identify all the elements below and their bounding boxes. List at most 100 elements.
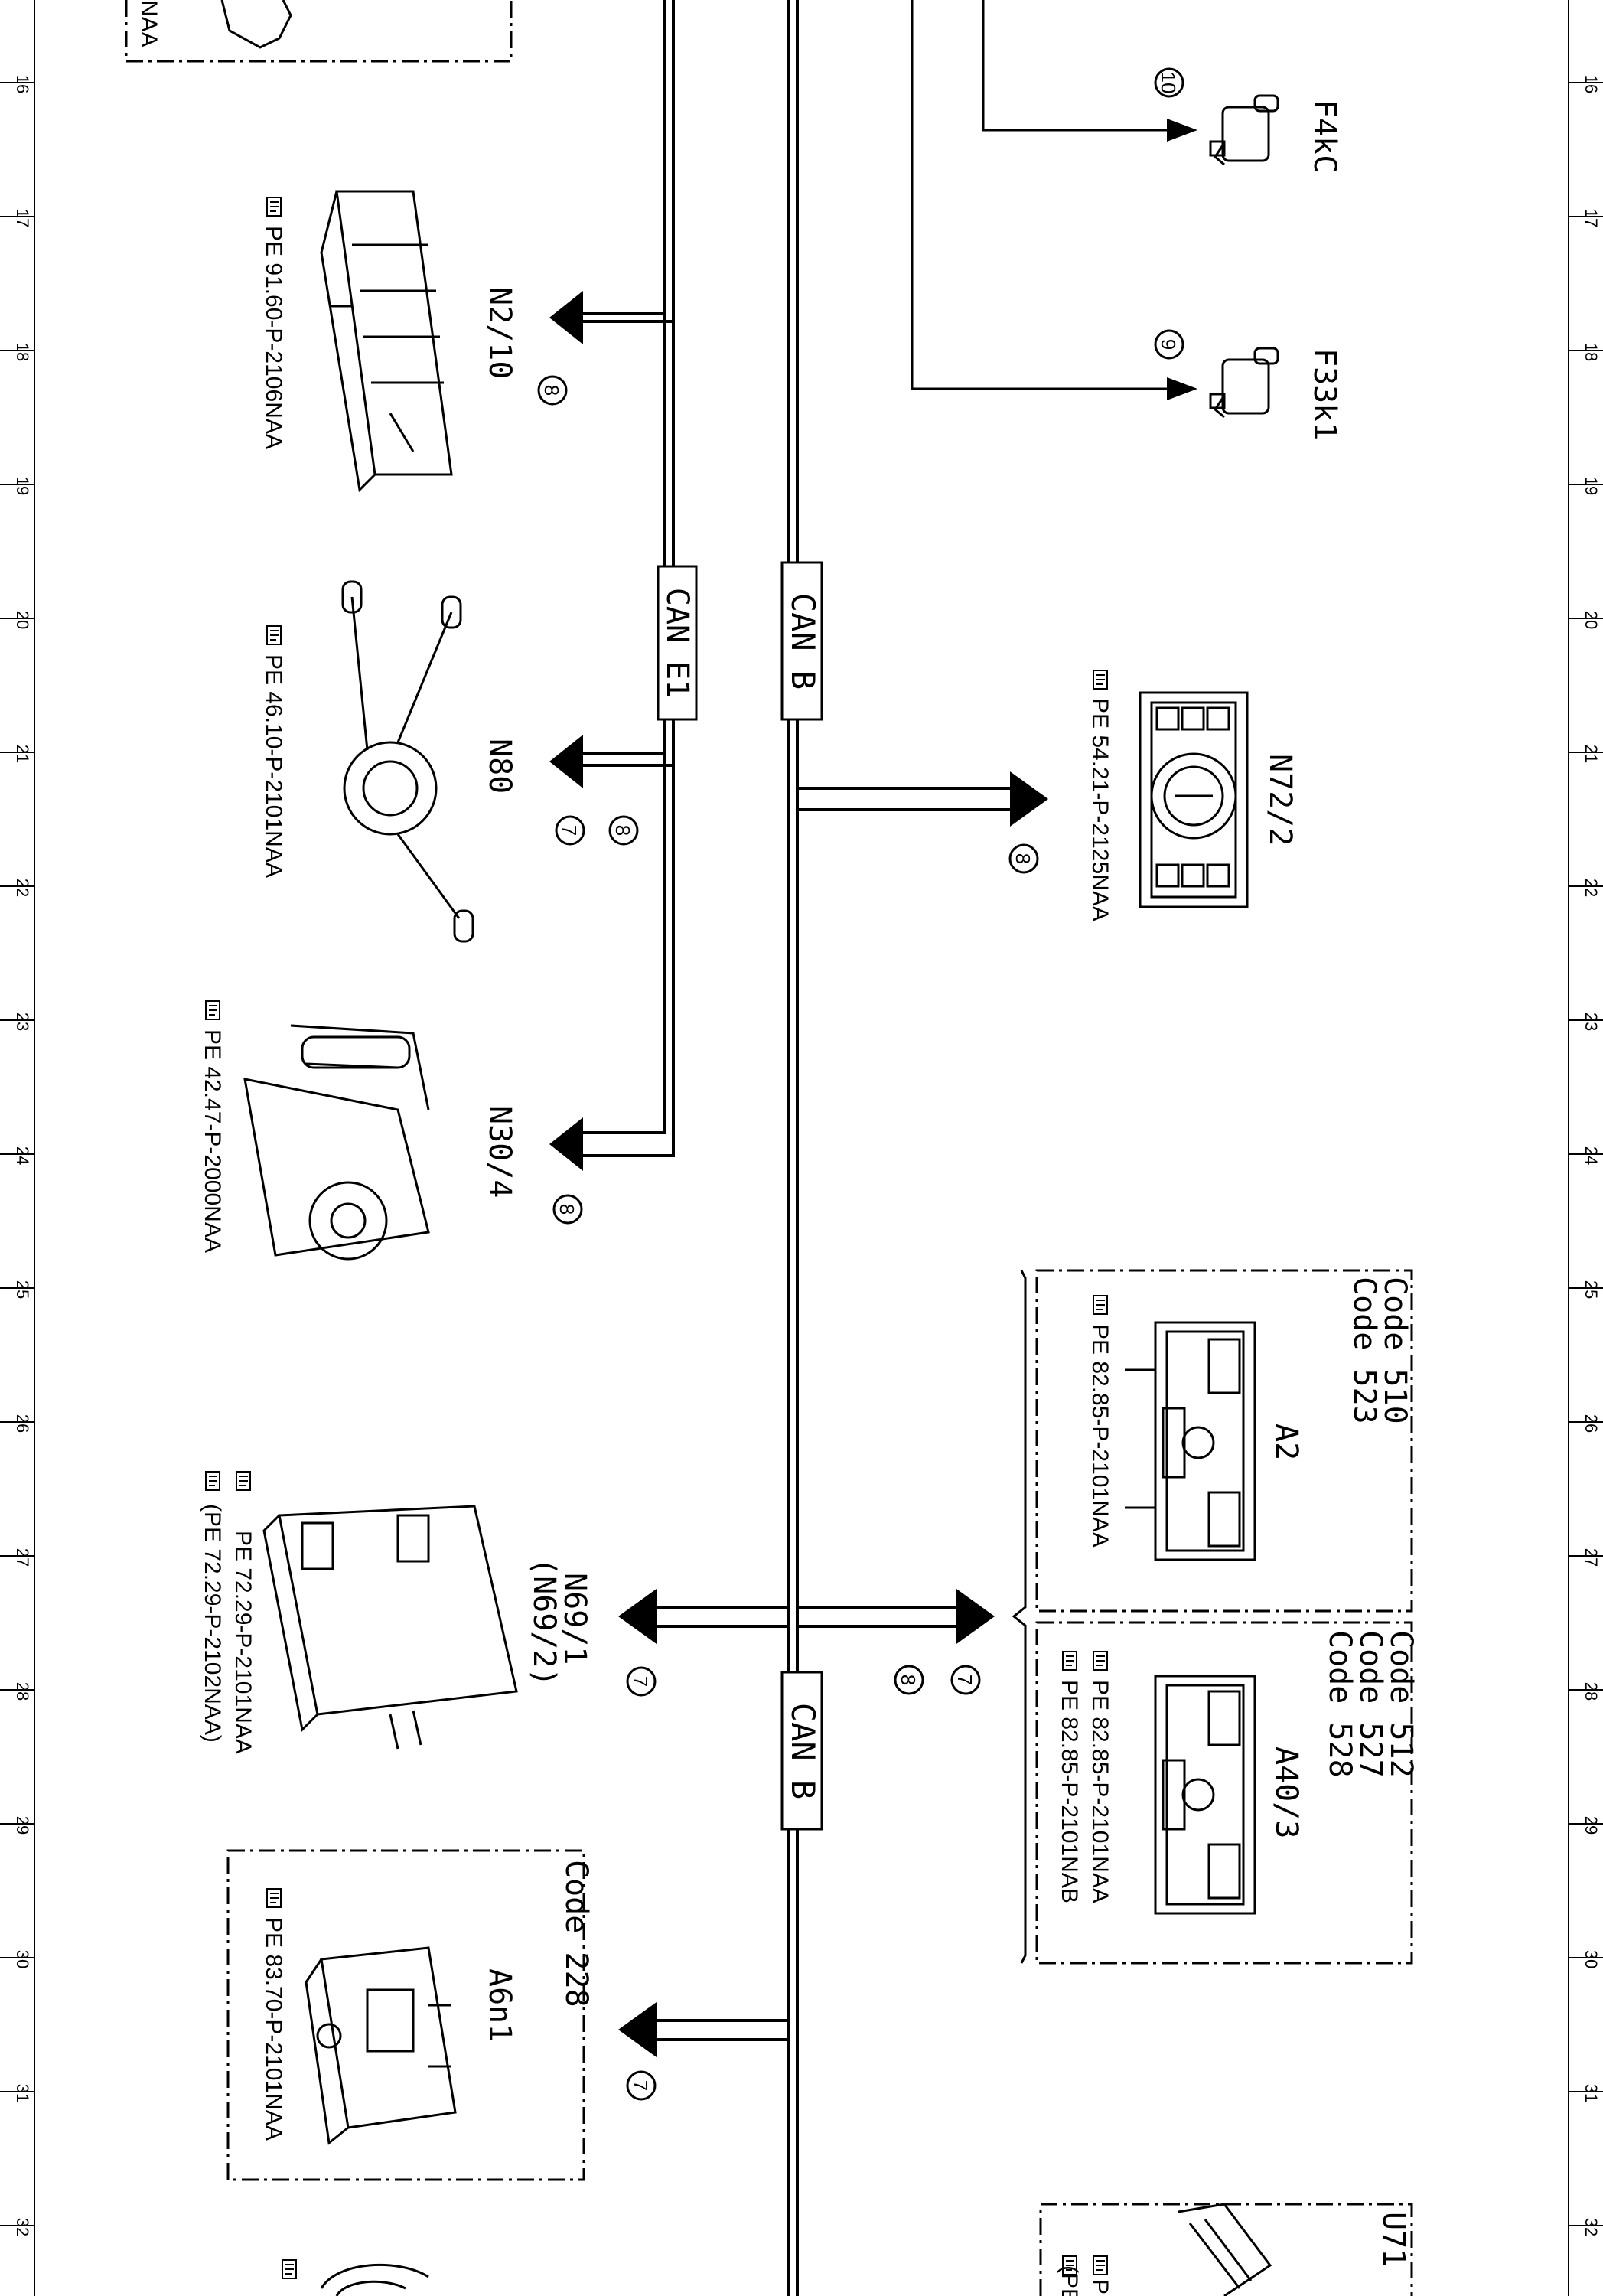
- ruler-tick-label: 19: [1582, 477, 1601, 495]
- u71-ref-2: (PE: [1057, 2265, 1082, 2296]
- radio-group-brace: [1012, 1270, 1027, 1964]
- service-reference-icon: [1062, 1651, 1077, 1671]
- n69-1-pin: 7: [629, 1676, 652, 1687]
- n80-pin-8: 8: [611, 825, 634, 836]
- f4kc-id: F4kC: [1307, 99, 1342, 173]
- ruler-tick-label: 25: [13, 1280, 32, 1299]
- n2-10-ref: PE 91.60-P-2106NAA: [261, 226, 286, 449]
- ruler-tick-label: 29: [13, 1816, 32, 1835]
- can-e1-label: CAN E1: [660, 588, 695, 699]
- ruler-tick-label: 28: [13, 1682, 32, 1701]
- pin-badge: [894, 1665, 924, 1695]
- ruler-left: [0, 0, 35, 2296]
- n72-2-id: N72/2: [1263, 754, 1298, 846]
- service-reference-icon: [282, 2259, 297, 2279]
- ruler-right: [1568, 0, 1603, 2296]
- component-n80: PE 46.10-P-2101NAA N80 8 7: [261, 580, 639, 943]
- arrowheads-left: [549, 291, 583, 1171]
- service-reference-icon: [266, 1888, 282, 1908]
- relay-f4kc: 10 F4kC: [1154, 67, 1342, 173]
- ruler-tick-label: 21: [13, 745, 32, 763]
- a40-3-ref-1: PE 82.85-P-2101NAA: [1087, 1680, 1113, 1903]
- n30-4-id: N30/4: [482, 1106, 517, 1198]
- ruler-tick-label: 16: [1582, 75, 1601, 93]
- n72-2-pin: 8: [1012, 853, 1034, 864]
- ruler-tick-label: 18: [13, 343, 32, 361]
- n69-1-ref-alt: (PE 72.29-P-2102NAA): [200, 1504, 225, 1743]
- ruler-tick-label: 16: [13, 75, 32, 93]
- component-a2: PE 82.85-P-2101NAA A2 Code 510 Code 523: [1035, 1269, 1413, 1613]
- a6n1-code: Code 228: [559, 1860, 594, 2007]
- branch-wires-left: [575, 312, 675, 1157]
- ruler-tick-label: 31: [13, 2084, 32, 2102]
- branch-wires-canb: [657, 787, 1010, 2041]
- component-n30-4: PE 42.47-P-2000NAA N30/4 8: [200, 1000, 583, 1261]
- ruler-tick-label: 30: [13, 1950, 32, 1968]
- service-reference-icon: [1093, 1295, 1108, 1315]
- bus-can-b-trunk: [787, 0, 799, 2296]
- n80-ref: PE 46.10-P-2101NAA: [261, 654, 286, 878]
- ruler-tick-label: 20: [13, 611, 32, 629]
- relay-wires: [911, 0, 1167, 390]
- ruler-tick-label: 28: [1582, 1682, 1601, 1701]
- n69-1-id: N69/1: [557, 1573, 592, 1665]
- ruler-tick-label: 17: [13, 209, 32, 227]
- a6n1-pin: 7: [629, 2080, 652, 2091]
- a40-3-code-1: Code 512: [1383, 1630, 1419, 1778]
- radio-unit-icon: [1125, 1321, 1256, 1561]
- service-reference-icon: [205, 1471, 220, 1491]
- relay-icon: [1209, 94, 1279, 166]
- n72-2-ref: PE 54.21-P-2125NAA: [1087, 698, 1113, 921]
- can-b-lower-label: CAN B: [784, 1703, 822, 1799]
- control-unit-icon: [262, 1505, 518, 1750]
- ruler-tick-label: 21: [1582, 745, 1601, 763]
- a2-code-1: Code 510: [1377, 1277, 1412, 1424]
- radio-unit-icon: [1154, 1675, 1256, 1915]
- can-e1-label-box: CAN E1: [657, 565, 698, 721]
- ruler-right-numbers: 16 17 18 19 20 21 22 23 24 25 26 27 28 2…: [1582, 75, 1601, 2236]
- bottom-left-component-fragment: [282, 2259, 429, 2296]
- a2-id: A2: [1269, 1424, 1304, 1460]
- ruler-tick-label: 30: [1582, 1950, 1601, 1968]
- n30-4-pin: 8: [556, 1204, 578, 1215]
- can-b-lower-label-box: CAN B: [780, 1671, 823, 1831]
- ruler-tick-label: 22: [13, 879, 32, 897]
- ruler-tick-label: 29: [1582, 1816, 1601, 1835]
- pin-badge: [555, 815, 585, 846]
- ruler-tick-label: 26: [13, 1414, 32, 1433]
- pin-badge: [552, 1194, 583, 1225]
- radio-pin-8: 8: [897, 1675, 920, 1685]
- ruler-tick-label: 32: [13, 2218, 32, 2236]
- ruler-tick-label: 32: [1582, 2218, 1601, 2236]
- component-a40-3: PE 82.85-P-2101NAA PE 82.85-P-2101NAB A4…: [1035, 1621, 1419, 1965]
- f4kc-pin: 10: [1157, 72, 1180, 94]
- pin-badge: [626, 1666, 657, 1697]
- top-left-component-fragment: NAA: [125, 0, 513, 63]
- control-unit-icon: [320, 190, 453, 493]
- module-icon: [305, 1946, 457, 2145]
- ruler-tick-label: 26: [1582, 1414, 1601, 1433]
- pin-badge: [1154, 329, 1184, 360]
- a40-3-ref-2: PE 82.85-P-2101NAB: [1057, 1680, 1082, 1903]
- ruler-tick-label: 31: [1582, 2084, 1601, 2102]
- service-reference-icon: [1093, 670, 1108, 690]
- pin-badge: [1154, 67, 1184, 98]
- u71-ref-1: PE: [1087, 2279, 1113, 2296]
- ruler-tick-label: 22: [1582, 879, 1601, 897]
- ruler-tick-label: 27: [1582, 1548, 1601, 1567]
- component-n69-1: PE 72.29-P-2101NAA (PE 72.29-P-2102NAA) …: [200, 1471, 657, 1754]
- ruler-tick-label: 17: [1582, 209, 1601, 227]
- n69-1-id-alt: (N69/2): [526, 1557, 562, 1687]
- n2-10-id: N2/10: [482, 287, 517, 379]
- fragment-ref-text: NAA: [136, 0, 161, 47]
- a40-3-id: A40/3: [1269, 1746, 1304, 1838]
- relay-arrowheads: [1167, 119, 1197, 400]
- relay-icon: [1209, 347, 1279, 419]
- service-reference-icon: [1093, 2255, 1108, 2275]
- n80-id: N80: [482, 739, 517, 794]
- n30-4-ref: PE 42.47-P-2000NAA: [200, 1029, 225, 1253]
- n80-pin-7: 7: [558, 825, 581, 836]
- f33k1-id: F33k1: [1307, 348, 1342, 440]
- service-reference-icon: [236, 1471, 251, 1491]
